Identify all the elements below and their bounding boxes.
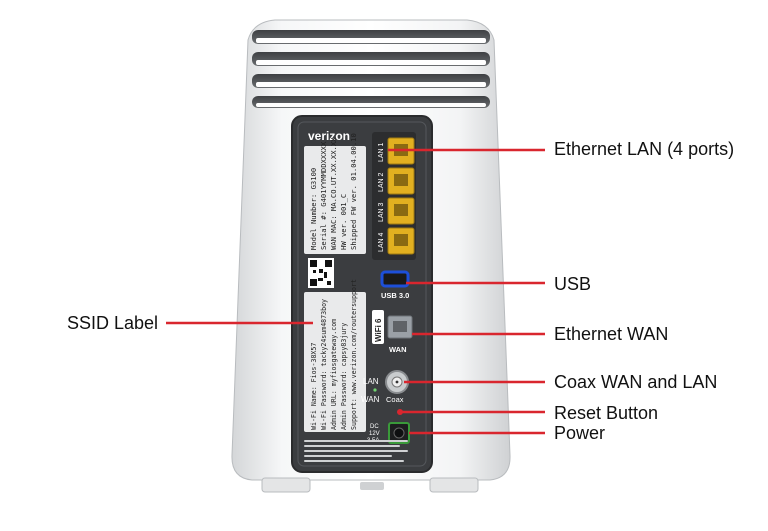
ssid-label-line: Admin URL: myfiosgateway.com bbox=[330, 319, 338, 430]
wan-indicator-label: WAN bbox=[361, 395, 380, 404]
callout-ssid-label: SSID Label bbox=[67, 313, 159, 333]
product-label-line: HW ver. 001_C bbox=[339, 194, 348, 250]
product-label-line: Model Number: G3100 bbox=[309, 168, 318, 250]
brand-logo: verizon bbox=[308, 129, 350, 143]
power-tag-line: DC bbox=[370, 424, 379, 430]
ssid-label-line: Admin Password: capsy83jury bbox=[340, 323, 348, 430]
ssid-label-line: Support: www.verizon.com/routersupport bbox=[350, 279, 358, 430]
coax-tag: Coax bbox=[386, 395, 404, 404]
ssid-label-line: Wi-Fi Name: Fios-38X57 bbox=[310, 343, 318, 430]
callout-ethernet-lan: Ethernet LAN (4 ports) bbox=[554, 139, 735, 159]
product-label-line: Shipped FW ver. 01.04.00.10 bbox=[349, 133, 358, 250]
top-vents bbox=[252, 30, 490, 108]
callout-reset-button: Reset Button bbox=[554, 403, 659, 423]
lan-indicator-light bbox=[373, 388, 377, 392]
wan-tag: WAN bbox=[389, 345, 407, 354]
port-tag-lan3: LAN 3 bbox=[378, 202, 385, 222]
callout-usb: USB bbox=[554, 274, 592, 294]
callout-power: Power bbox=[554, 423, 606, 443]
callout-lines bbox=[166, 148, 545, 435]
lan-indicator-label: LAN bbox=[363, 377, 379, 386]
product-label-sticker bbox=[304, 146, 366, 254]
router-feet bbox=[261, 477, 479, 493]
wifi6-badge: WiFi 6 bbox=[374, 318, 383, 342]
port-tag-lan1: LAN 1 bbox=[378, 142, 385, 162]
power-tag-line: 12V bbox=[369, 431, 380, 437]
qr-code bbox=[308, 258, 334, 288]
callout-coax: Coax WAN and LAN bbox=[554, 372, 718, 392]
ssid-label-line: Wi-Fi Password: tacky24sum4873boy bbox=[320, 299, 328, 430]
product-label-line: Serial #: G401YYMMDDXXXXX bbox=[319, 141, 328, 250]
product-label-line: WAN MAC: MA.CO.UT.XX.XX.XX bbox=[329, 137, 338, 250]
usb-tag: USB 3.0 bbox=[381, 291, 409, 300]
port-tag-lan2: LAN 2 bbox=[378, 172, 385, 192]
ssid-label-sticker bbox=[304, 292, 366, 432]
reset-button[interactable] bbox=[397, 409, 403, 415]
fcc-text-block bbox=[304, 440, 408, 462]
usb-port[interactable] bbox=[380, 270, 410, 288]
callout-ethernet-wan: Ethernet WAN bbox=[554, 324, 669, 344]
port-tag-lan4: LAN 4 bbox=[378, 232, 385, 252]
